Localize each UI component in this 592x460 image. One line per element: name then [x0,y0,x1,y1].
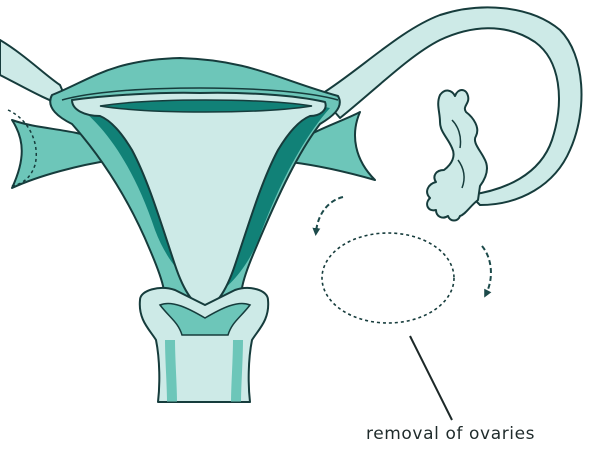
fimbriae [427,90,487,221]
uterine-lumen [100,100,312,112]
pointer-line [410,336,452,420]
caption-label: removal of ovaries [366,424,588,444]
removed-ovary-outline [322,233,454,323]
curved-arrow-icon [316,197,343,232]
curved-arrow-icon [482,246,491,294]
